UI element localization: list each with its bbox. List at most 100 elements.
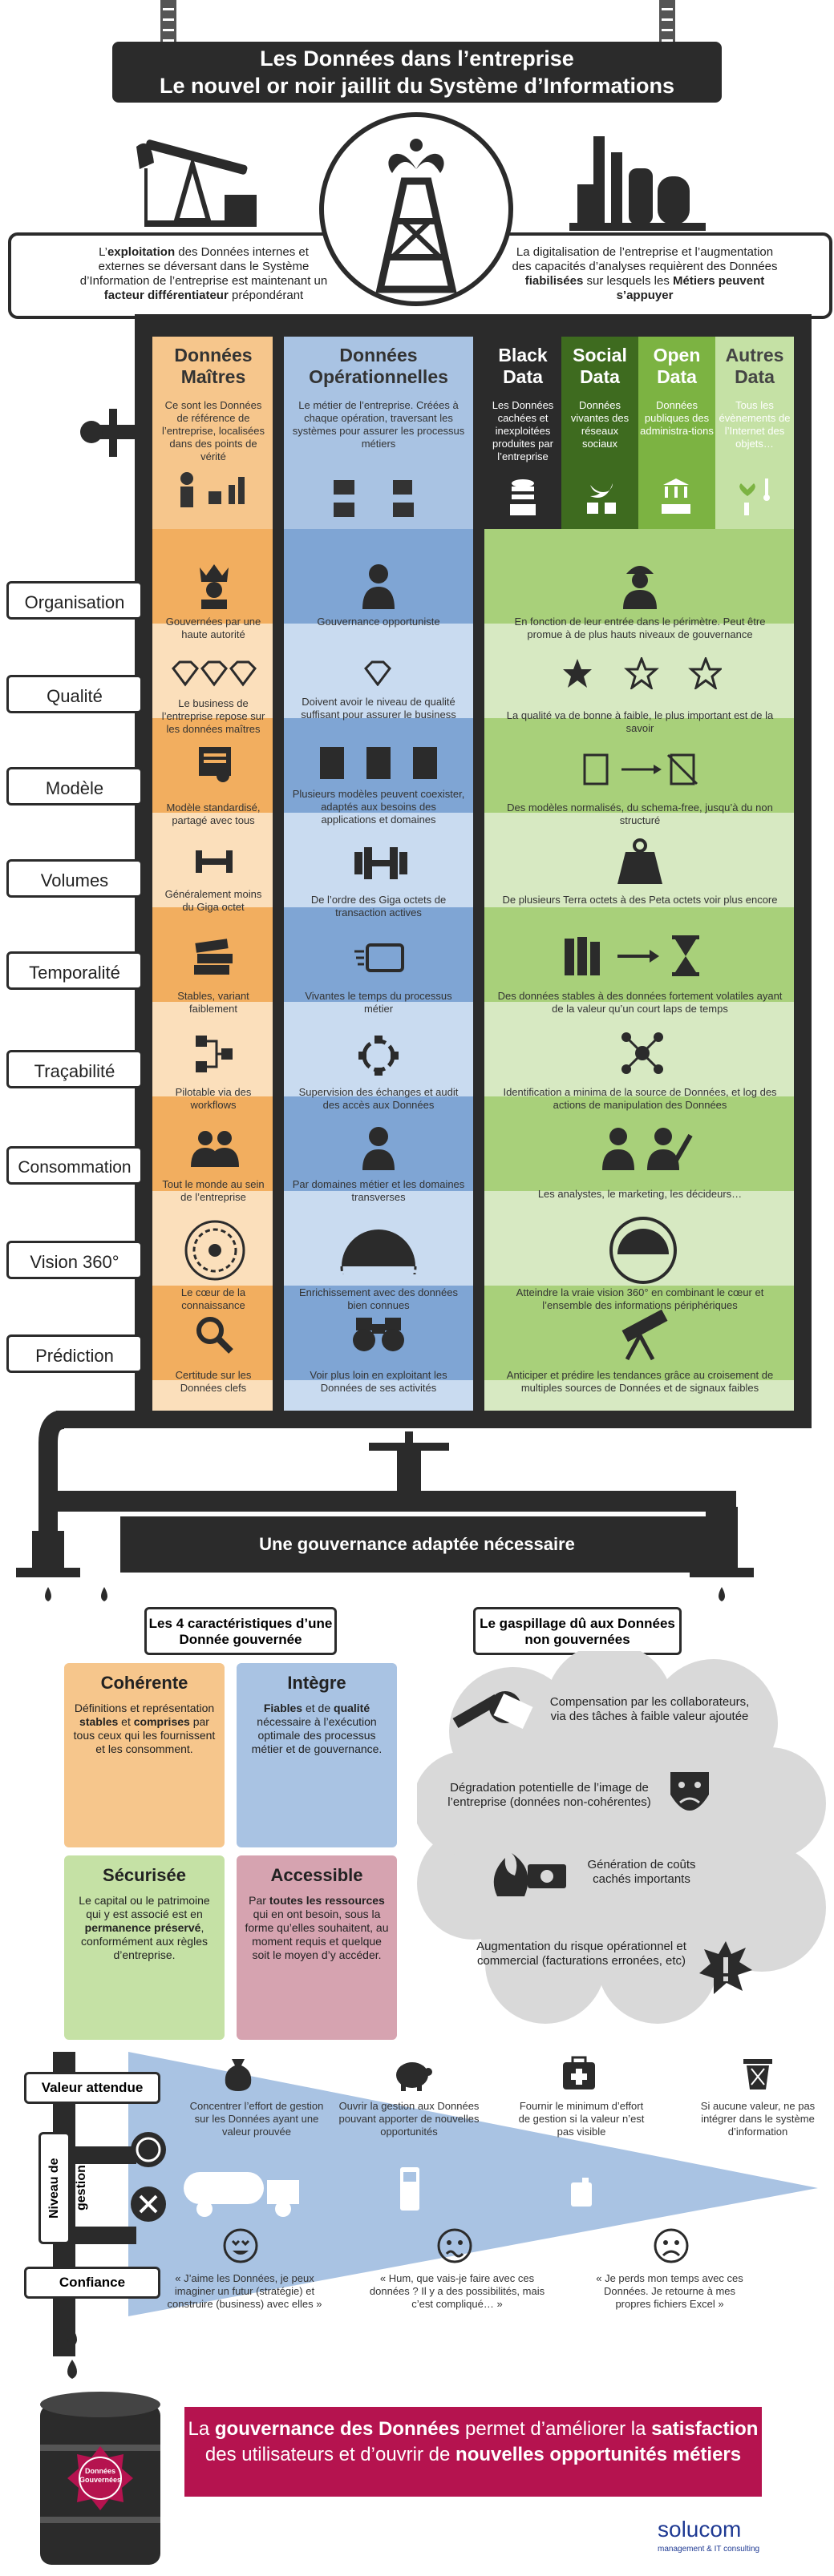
title-box: Les Données dans l’entreprise Le nouvel …	[112, 42, 722, 103]
funnel-step-2: Ouvrir la gestion aux Données pouvant ap…	[338, 2100, 480, 2138]
organisation-maitres: Gouvernées par une haute autorité	[165, 616, 261, 640]
workflow-icon	[196, 1036, 233, 1072]
tracabilite-maitres: Pilotable via des workflows	[175, 1086, 252, 1111]
telescope-icon	[621, 1309, 668, 1361]
integre-title: Intègre	[287, 1673, 346, 1693]
funnel-shape	[128, 2052, 818, 2316]
worker-icon	[623, 566, 657, 609]
fast-document-icon	[354, 943, 404, 972]
row-label-vision-360: Vision 360°	[6, 1241, 143, 1279]
quote-3: « Je perds mon temps avec ces Données. J…	[596, 2272, 743, 2310]
waste-tag: Le gaspillage dû aux Données non gouvern…	[473, 1607, 682, 1655]
temporalite-big: Des données stables à des données fortem…	[497, 990, 783, 1015]
books-hourglass-icon	[565, 935, 699, 976]
theater-masks-icon	[670, 1772, 709, 1811]
row-label-consommation: Consommation	[6, 1146, 143, 1185]
oil-rig-circle	[319, 112, 513, 306]
confiance-label: Confiance	[24, 2267, 160, 2299]
stars-icon	[563, 657, 722, 689]
row-label-modele: Modèle	[6, 767, 143, 806]
modele-maitres: Modèle standardisé, partagé avec tous	[166, 801, 261, 826]
pipe-right	[794, 314, 812, 1428]
pipe-mid-1	[273, 337, 284, 1411]
waste-item-2: Dégradation potentielle de l’image de l’…	[447, 1781, 651, 1809]
waste-item-4: Augmentation du risque opérationnel et c…	[476, 1940, 686, 1968]
waste-cloud	[417, 1651, 826, 2024]
brand-tagline: management & IT consulting	[658, 2545, 760, 2554]
waste-item-1: Compensation par les collaborateurs, via…	[549, 1695, 750, 1723]
card-integre: Intègre Fiables et de qualité nécessaire…	[237, 1663, 397, 1847]
chain-left	[160, 0, 176, 45]
modele-big: Des modèles normalisés, du schema-free, …	[507, 801, 773, 826]
header-open-desc: Données publiques des administra-tions	[640, 399, 714, 437]
full-circle-icon	[609, 1217, 677, 1284]
gas-pump-icon	[400, 2167, 419, 2211]
coherente-title: Cohérente	[100, 1673, 188, 1693]
love-face-icon	[223, 2228, 258, 2263]
big-data-stripes	[484, 529, 794, 1411]
vision-maitres: Le cœur de la connaissance	[180, 1286, 246, 1311]
refinery-icon	[569, 136, 706, 231]
documents-icon	[320, 747, 437, 779]
row-label-organisation: Organisation	[6, 581, 143, 620]
header-maitres-desc: Ce sont les Données de référence de l’en…	[162, 399, 265, 462]
header-social-title: Social Data	[573, 345, 627, 387]
header-open-title: Open Data	[653, 345, 701, 387]
consommation-big: Les analystes, le marketing, les décideu…	[537, 1188, 743, 1200]
analysts-icon	[602, 1128, 693, 1170]
manager-icon	[362, 564, 395, 609]
confused-face-icon	[437, 2228, 472, 2263]
waste-item-3: Génération de coûts cachés importants	[587, 1858, 696, 1886]
unstructured-icon	[583, 753, 698, 785]
funnel-step-3: Fournir le minimum d’effort de gestion s…	[518, 2100, 645, 2138]
prediction-ops: Voir plus loin en exploitant les Données…	[310, 1369, 447, 1394]
magnifier-icon	[196, 1317, 233, 1354]
header-autres	[715, 337, 794, 529]
binoculars-icon	[353, 1318, 404, 1351]
burning-money-icon	[493, 1853, 566, 1896]
volumes-big: De plusieurs Terra octets à des Peta oct…	[502, 894, 778, 906]
valve-left-icon	[80, 409, 140, 457]
chain-right	[659, 0, 675, 45]
governed-characteristics-tag: Les 4 caractéristiques d’une Donnée gouv…	[144, 1607, 337, 1655]
certificate-icon	[199, 747, 231, 782]
volumes-ops: De l’ordre des Giga octets de transactio…	[310, 894, 447, 919]
row-label-tracabilite: Traçabilité	[6, 1050, 143, 1088]
card-accessible: Accessible Par toutes les ressources qui…	[237, 1855, 397, 2040]
maitres-header-icons	[180, 472, 245, 507]
consommation-ops: Par domaines métier et les domaines tran…	[292, 1178, 465, 1203]
header-autres-title: Autres Data	[725, 345, 784, 387]
database-icon	[510, 479, 536, 515]
card-coherente: Cohérente Définitions et représentation …	[64, 1663, 225, 1847]
books-icon	[194, 939, 233, 975]
tools-icon	[452, 1691, 533, 1730]
status-icons	[131, 2132, 166, 2222]
supervision-icon	[358, 1036, 399, 1076]
small-weight-icon	[196, 850, 233, 873]
pipe-bottom	[56, 1411, 812, 1428]
oil-rig-icon	[375, 139, 457, 293]
row-label-prediction: Prédiction	[6, 1334, 143, 1373]
header-autres-desc: Tous les évènements de l’Internet des ob…	[719, 399, 791, 450]
coherente-text: Définitions et représentation stables et…	[73, 1702, 216, 1755]
securisee-title: Sécurisée	[103, 1865, 186, 1885]
valeur-attendue-label: Valeur attendue	[24, 2072, 160, 2104]
vision-ops: Enrichissement avec des données bien con…	[298, 1286, 458, 1311]
consommation-maitres: Tout le monde au sein de l’entreprise	[162, 1178, 265, 1203]
header-ops-desc: Le métier de l’entreprise. Créées à chaq…	[292, 399, 465, 450]
title-line-1: Les Données dans l’entreprise	[260, 46, 574, 71]
piggy-bank-icon	[396, 2062, 432, 2091]
row-label-qualite: Qualité	[6, 675, 143, 713]
trash-icon	[743, 2059, 772, 2089]
heavy-weight-icon	[617, 838, 662, 884]
seal-text: Données Gouvernées	[79, 2467, 122, 2484]
header-maitres-title: Données Maîtres	[174, 345, 253, 387]
quote-1: « J’aime les Données, je peux imaginer u…	[167, 2272, 322, 2310]
accessible-text: Par toutes les ressources qui en ont bes…	[245, 1894, 389, 1961]
card-securisee: Sécurisée Le capital ou le patrimoine qu…	[64, 1855, 225, 2040]
header-black-title: Black Data	[498, 345, 548, 387]
pipe-network	[16, 1411, 754, 1601]
header-ops-title: Données Opérationnelles	[309, 345, 448, 387]
ops-header-icons	[334, 480, 414, 517]
pipe-top	[135, 314, 812, 337]
